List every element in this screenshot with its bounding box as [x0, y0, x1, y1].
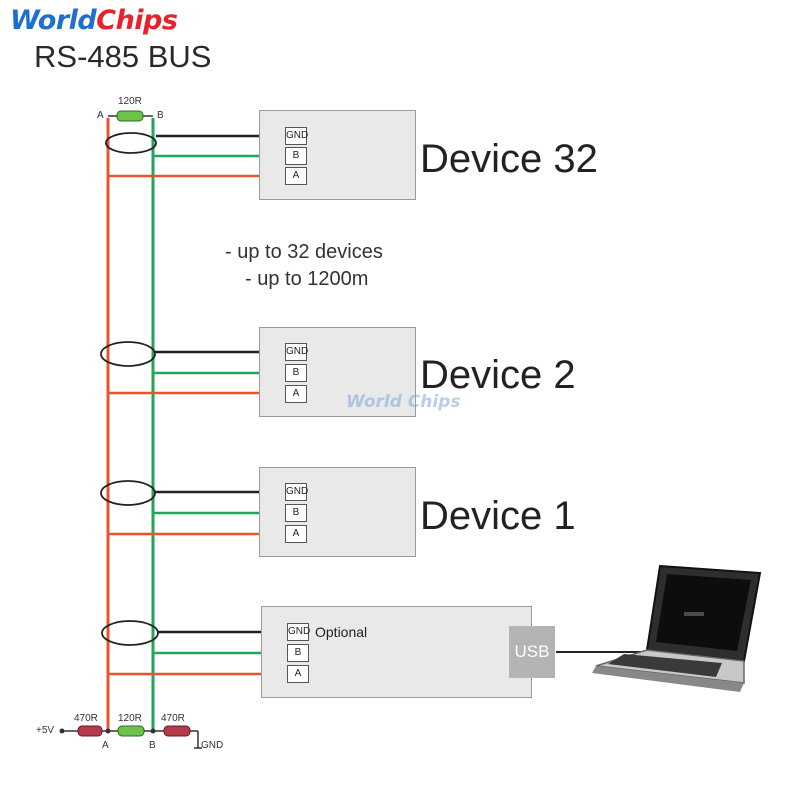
supply-node	[59, 728, 65, 734]
usb-port: USB	[509, 626, 555, 678]
top-line-a-label: A	[97, 110, 104, 121]
device-1-terminal-b: B	[285, 504, 307, 522]
top-line-b-label: B	[157, 110, 164, 121]
bottom-terminator-label: 120R	[118, 713, 142, 724]
device-2-terminal-b: B	[285, 364, 307, 382]
device-2-label: Device 2	[420, 353, 576, 397]
bottom-line-b-label: B	[149, 740, 156, 751]
master-terminal-gnd: GND	[287, 623, 310, 641]
master-terminal-a: A	[287, 665, 309, 683]
bottom-terminator-resistor	[117, 725, 145, 737]
pullup-resistor-label: 470R	[74, 713, 98, 724]
node-a	[105, 728, 111, 734]
brand-logo: WorldChips	[10, 5, 178, 36]
device-32-terminal-a: A	[285, 167, 307, 185]
note-device-count: - up to 32 devices	[225, 241, 383, 263]
pulldown-resistor-label: 470R	[161, 713, 185, 724]
device-2-terminal-gnd: GND	[285, 343, 308, 361]
cable-loop-device-32	[105, 132, 157, 154]
device-32-terminal-gnd: GND	[285, 127, 308, 145]
ground-label: GND	[201, 740, 224, 751]
cable-loop-device-2	[100, 341, 156, 367]
node-b	[150, 728, 156, 734]
brand-logo-part2: Chips	[96, 5, 178, 36]
bottom-line-a-label: A	[102, 740, 109, 751]
master-terminal-b: B	[287, 644, 309, 662]
cable-loop-master	[101, 620, 159, 646]
note-distance: - up to 1200m	[245, 268, 369, 290]
device-1-box	[259, 467, 416, 557]
optional-label: Optional	[315, 624, 368, 640]
top-terminator-label: 120R	[118, 96, 142, 107]
device-32-box	[259, 110, 416, 200]
laptop-icon	[592, 564, 762, 692]
pullup-resistor	[77, 725, 103, 737]
watermark: World Chips	[346, 392, 461, 412]
device-2-terminal-a: A	[285, 385, 307, 403]
device-32-label: Device 32	[420, 137, 598, 181]
device-1-label: Device 1	[420, 494, 576, 538]
device-1-terminal-gnd: GND	[285, 483, 308, 501]
top-terminator-resistor	[116, 110, 144, 122]
device-1-terminal-a: A	[285, 525, 307, 543]
pulldown-resistor	[163, 725, 191, 737]
brand-logo-part1: World	[10, 5, 97, 36]
page-title: RS-485 BUS	[34, 39, 212, 74]
supply-label: +5V	[36, 725, 55, 736]
device-32-terminal-b: B	[285, 147, 307, 165]
